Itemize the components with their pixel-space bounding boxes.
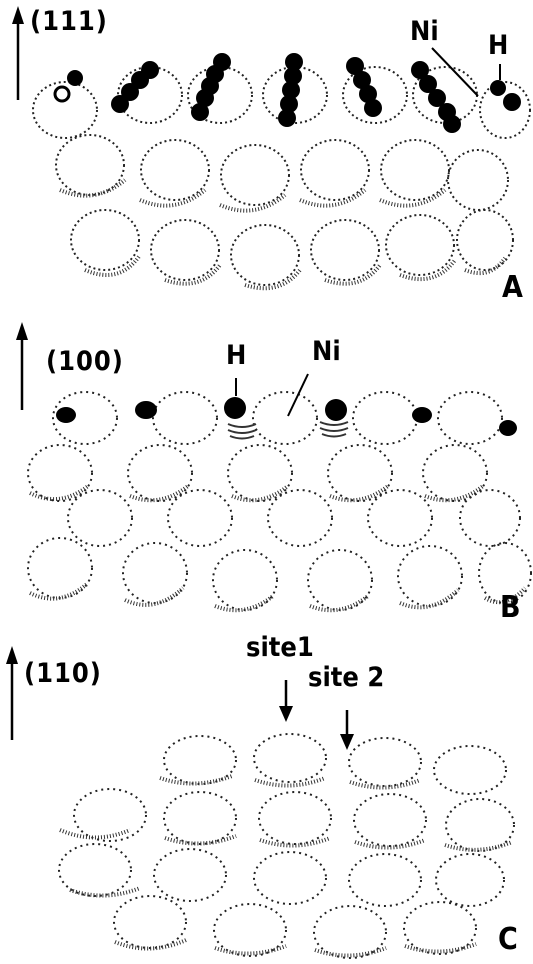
ni-row-2	[28, 445, 487, 501]
panel-a-111-surface: (111) Ni H A	[0, 0, 533, 310]
surface-111-drawing	[0, 0, 533, 310]
panel-letter-a: A	[502, 270, 523, 305]
face-label-111: (111)	[30, 6, 108, 37]
panel-b-100-surface: (100) H Ni B	[0, 318, 533, 628]
site2-label: site 2	[308, 662, 384, 693]
ni-shading	[30, 486, 525, 610]
h-label: H	[226, 340, 246, 371]
ni-label: Ni	[410, 16, 439, 47]
h-atoms	[55, 53, 521, 133]
ni-row-top	[164, 734, 506, 794]
ni-row-3	[59, 844, 504, 906]
ni-row-middle	[56, 135, 508, 210]
panel-letter-b: B	[500, 590, 521, 625]
face-label-110: (110)	[24, 658, 102, 689]
face-label-100: (100)	[46, 346, 124, 377]
panel-c-110-surface: (110) site1 site 2 C	[0, 640, 533, 964]
h-atoms	[56, 397, 517, 436]
ni-row-bottom	[114, 896, 476, 958]
h-hatching	[228, 422, 348, 439]
ni-leader-line	[288, 374, 308, 416]
ni-row-bottom	[71, 210, 513, 285]
site1-arrowhead	[279, 706, 293, 722]
arrow-head	[12, 6, 24, 24]
ni-shading	[60, 180, 505, 288]
site1-label: site1	[246, 632, 314, 663]
site2-arrowhead	[340, 734, 354, 750]
ni-leader-line	[432, 48, 478, 96]
arrow-head	[6, 646, 18, 664]
h-label: H	[488, 30, 508, 61]
ni-row-2	[74, 789, 514, 851]
ni-label: Ni	[312, 336, 341, 367]
ni-row-bottom	[28, 538, 531, 610]
arrow-head	[16, 322, 28, 340]
panel-letter-c: C	[498, 922, 518, 957]
ni-row-top	[53, 392, 502, 444]
